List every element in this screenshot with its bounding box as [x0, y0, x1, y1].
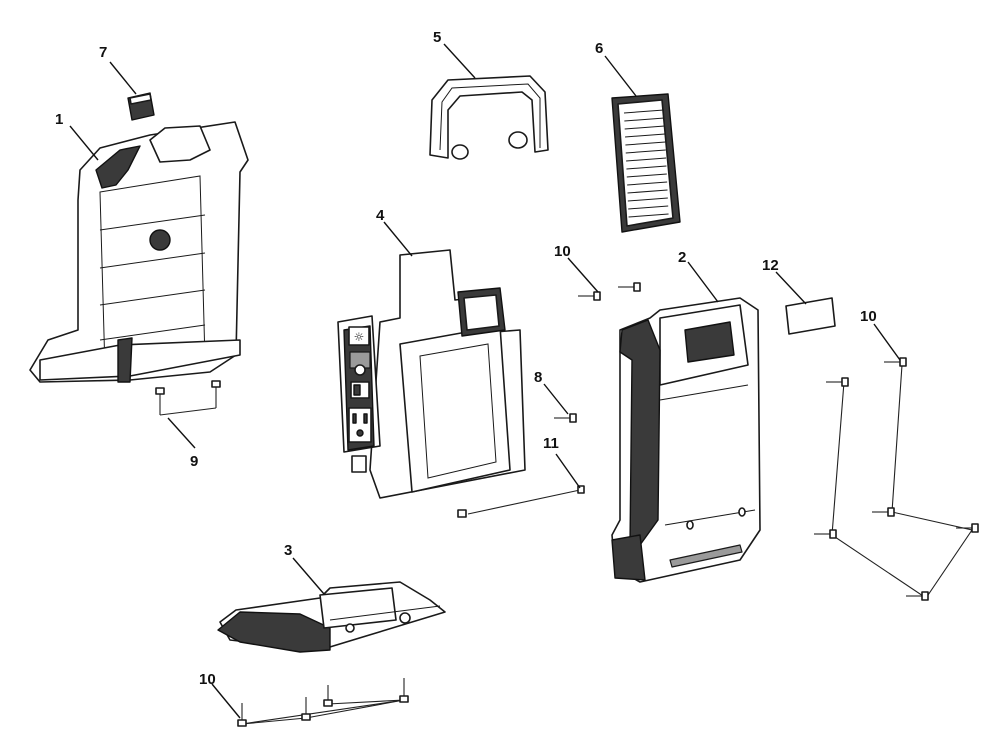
leader-9: [167, 417, 196, 449]
part-5-handle: [429, 75, 549, 160]
callout-2: 2: [678, 249, 686, 266]
leader-7: [109, 61, 137, 95]
callout-10-top: 10: [554, 243, 571, 260]
callout-12: 12: [762, 257, 779, 274]
grille-slat: [627, 189, 668, 194]
callout-7: 7: [99, 44, 107, 61]
leader-10c: [211, 683, 241, 719]
leader-6: [604, 55, 637, 97]
part-10-screws-right: [814, 357, 979, 601]
grille-slats: [623, 109, 669, 218]
leader-8: [543, 383, 569, 415]
grille-slat: [625, 141, 666, 146]
callout-4: 4: [376, 207, 385, 224]
part-9-screws: [155, 380, 221, 416]
leader-12: [775, 271, 807, 305]
grille-slat: [626, 165, 667, 170]
grille-slat: [626, 157, 667, 162]
grille-slat: [624, 125, 665, 130]
part-2-back-cover: [611, 297, 761, 583]
leader-2: [687, 261, 719, 303]
leader-10b: [873, 323, 901, 361]
part-8-screw: [554, 413, 577, 423]
svg-text:☼: ☼: [354, 330, 365, 344]
part-7-cap: [127, 92, 155, 121]
grille-slat: [626, 173, 667, 178]
part-11-screws: [457, 485, 585, 518]
callout-8: 8: [534, 369, 542, 386]
grille-slat: [627, 181, 668, 186]
callout-6: 6: [595, 40, 603, 57]
part-12-label: [785, 297, 836, 335]
callout-3: 3: [284, 542, 292, 559]
grille-slat: [628, 213, 669, 218]
leader-1: [69, 125, 99, 161]
part-3-base: [217, 581, 446, 653]
leader-10a: [567, 257, 599, 293]
leader-4: [383, 221, 413, 257]
callout-11: 11: [543, 435, 559, 452]
callout-10-bottom: 10: [199, 671, 216, 688]
part-6-grille: [611, 93, 681, 233]
callout-10-right: 10: [860, 308, 877, 325]
part-10-screws-bottom: [237, 678, 409, 727]
callouts: 1 2 3 4 5 6 7 8 9 10 10 10 11 12: [55, 29, 877, 688]
grille-slat: [623, 109, 665, 114]
part-4-panel: ☼: [337, 249, 526, 499]
part-1-housing: [29, 121, 249, 383]
callout-1: 1: [55, 111, 63, 128]
grille-slat: [625, 149, 666, 154]
grille-slat: [628, 205, 669, 210]
part-10-screws-top: [578, 282, 641, 301]
leader-3: [292, 557, 325, 595]
callout-9: 9: [190, 453, 198, 470]
leader-lines: [69, 43, 901, 719]
grille-slat: [624, 117, 665, 122]
leader-11: [555, 453, 581, 489]
grille-slat: [627, 197, 668, 202]
leader-5: [443, 43, 476, 79]
callout-5: 5: [433, 29, 441, 46]
grille-slat: [625, 133, 666, 138]
